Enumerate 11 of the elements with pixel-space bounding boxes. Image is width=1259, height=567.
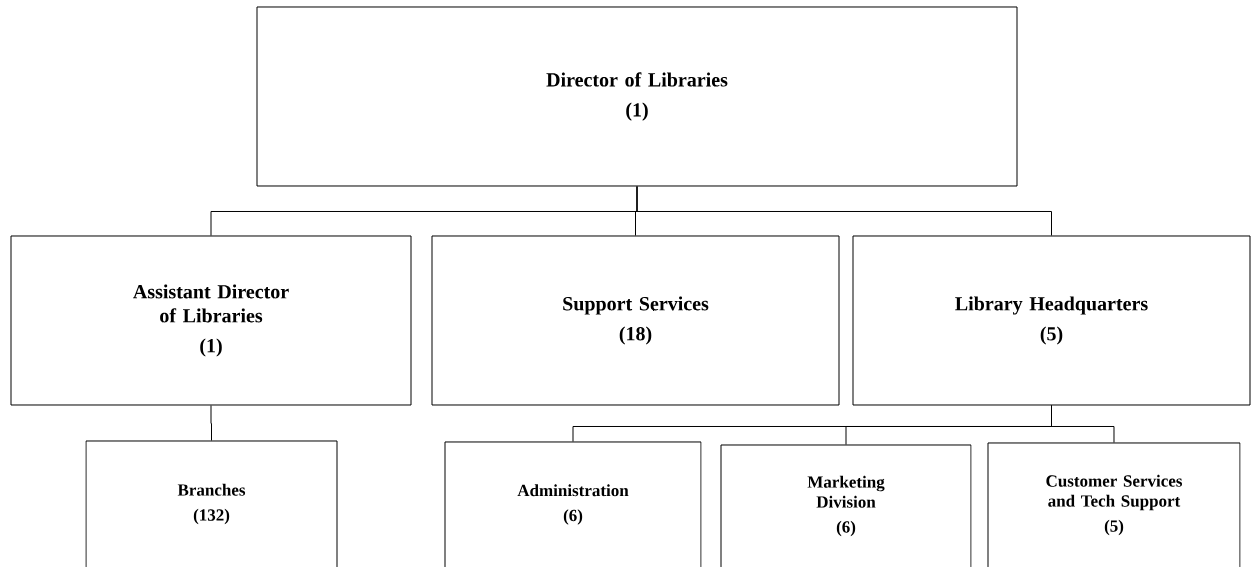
org-box: Support Services (18)	[431, 235, 840, 406]
org-box: Library Headquarters (5)	[852, 235, 1251, 406]
org-box: Branches (132)	[85, 440, 338, 567]
org-box: Assistant Director of Libraries (1)	[10, 235, 412, 406]
connector-line	[1051, 405, 1115, 443]
org-box: Marketing Division (6)	[720, 444, 972, 567]
connector-line	[210, 405, 212, 441]
org-box: Administration (6)	[444, 441, 702, 567]
org-box: Customer Services and Tech Support (5)	[987, 442, 1241, 567]
org-box: Director of Libraries (1)	[256, 6, 1018, 187]
connector-line	[636, 186, 1052, 236]
